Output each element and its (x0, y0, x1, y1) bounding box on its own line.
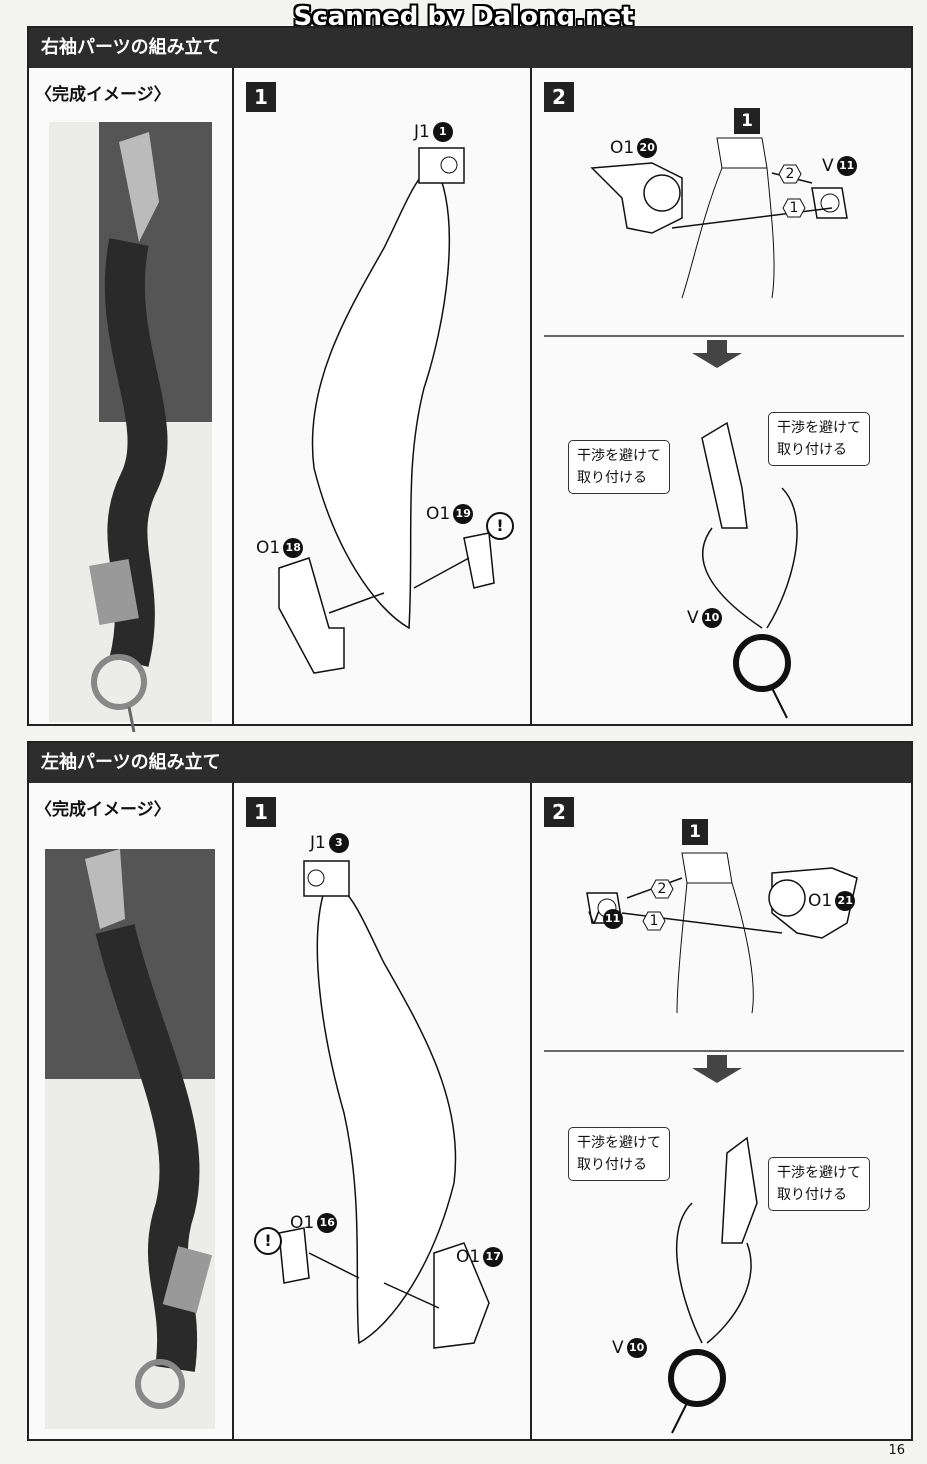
step-number: 2 (544, 82, 574, 112)
preview-panel: 〈完成イメージ〉 (29, 68, 232, 733)
warning-icon: ! (254, 1227, 282, 1255)
preview-photo (49, 122, 212, 733)
order-marker: 2 (650, 879, 674, 899)
step-2-diagram (544, 852, 904, 1434)
sleeve-photo-illustration (45, 849, 215, 1409)
interference-note: 干渉を避けて 取り付ける (568, 440, 670, 494)
interference-note: 干渉を避けて 取り付ける (768, 1157, 870, 1211)
order-marker: 1 (642, 911, 666, 931)
sub-step-number: 1 (682, 819, 708, 845)
section-title: 左袖パーツの組み立て (29, 743, 911, 783)
warning-icon: ! (486, 512, 514, 540)
step-number: 2 (544, 797, 574, 827)
page-number: 16 (888, 1443, 905, 1458)
preview-label: 〈完成イメージ〉 (35, 85, 171, 105)
step-number: 1 (246, 82, 276, 112)
step-number: 1 (246, 797, 276, 827)
order-marker: 1 (782, 198, 806, 218)
preview-photo (45, 849, 215, 1429)
step-1-diagram (278, 860, 490, 1349)
preview-label: 〈完成イメージ〉 (35, 800, 171, 820)
section-title: 右袖パーツの組み立て (29, 28, 911, 68)
order-marker: 2 (778, 164, 802, 184)
sub-step-number: 1 (734, 108, 760, 134)
interference-note: 干渉を避けて 取り付ける (568, 1127, 670, 1181)
interference-note: 干渉を避けて 取り付ける (768, 412, 870, 466)
step-2-diagram (544, 137, 904, 719)
preview-panel: 〈完成イメージ〉 (29, 783, 232, 1439)
sleeve-photo-illustration (89, 122, 212, 733)
step-1-diagram (278, 147, 495, 674)
